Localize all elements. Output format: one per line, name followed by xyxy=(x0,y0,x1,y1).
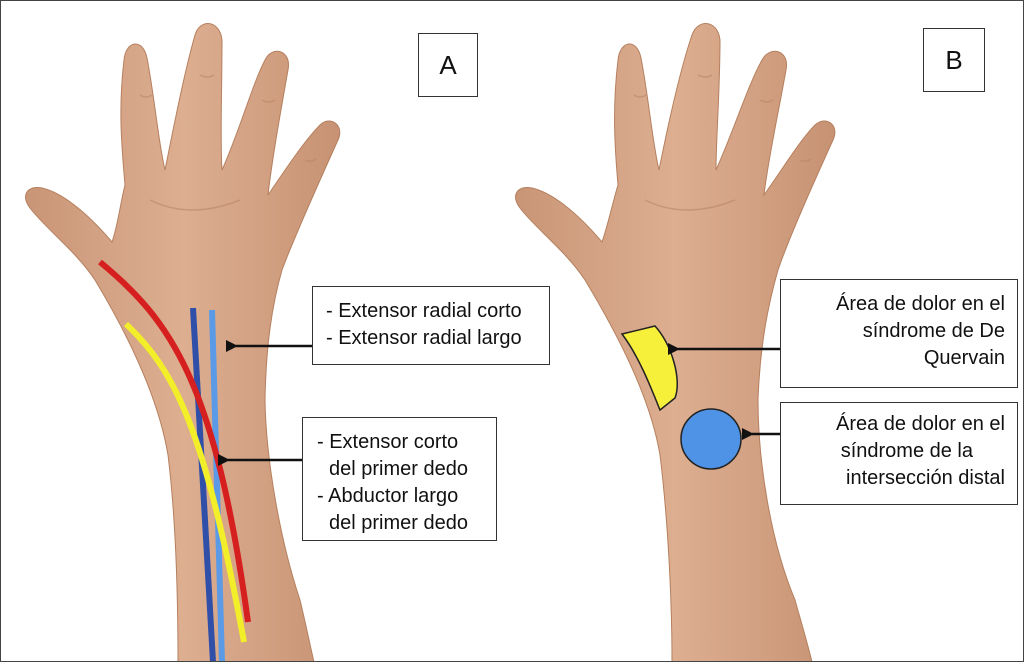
callout-thumb-line-4: del primer dedo xyxy=(329,512,468,534)
hand-a-knuckle-shading xyxy=(139,74,317,211)
tendon-lines xyxy=(98,259,251,662)
panel-label-a-text: A xyxy=(439,49,457,80)
tendon-red xyxy=(98,259,251,623)
tendon-yellow xyxy=(123,321,247,643)
callout-quervain-line-3: Quervain xyxy=(923,347,1005,369)
pain-zone-de-quervain xyxy=(620,325,678,412)
callout-radial-extensors: - Extensor radial corto - Extensor radia… xyxy=(312,286,550,365)
panel-label-a: A xyxy=(418,33,478,97)
callout-intersection-line-3: intersección distal xyxy=(846,467,1005,489)
pain-zone-intersection xyxy=(680,408,742,470)
callout-intersection-distal: Área de dolor en el síndrome de la inter… xyxy=(780,402,1018,505)
callout-quervain-line-1: Área de dolor en el xyxy=(835,293,1005,315)
hand-b-knuckle-shading xyxy=(633,74,812,211)
hand-b xyxy=(515,23,836,662)
hand-b-silhouette xyxy=(515,23,836,662)
callout-radial-line-1: - Extensor radial corto xyxy=(326,300,522,322)
panel-label-b: B xyxy=(923,28,985,92)
hand-a xyxy=(25,23,341,662)
callout-thumb-tendons: - Extensor corto del primer dedo - Abduc… xyxy=(302,417,497,541)
callout-thumb-line-2: del primer dedo xyxy=(329,458,468,480)
callout-quervain-line-2: síndrome de De xyxy=(862,320,1005,342)
tendon-dark-blue xyxy=(190,307,216,662)
callout-intersection-line-2: síndrome de la xyxy=(840,440,973,462)
callout-thumb-line-1: - Extensor corto xyxy=(317,431,459,453)
tendon-light-blue xyxy=(209,309,225,662)
callout-thumb-line-3: - Abductor largo xyxy=(317,485,459,507)
callout-radial-line-2: - Extensor radial largo xyxy=(326,327,522,349)
panel-label-b-text: B xyxy=(945,44,963,75)
callout-de-quervain: Área de dolor en el síndrome de De Querv… xyxy=(780,279,1018,388)
hand-a-silhouette xyxy=(25,23,341,662)
callout-intersection-line-1: Área de dolor en el xyxy=(835,413,1005,435)
